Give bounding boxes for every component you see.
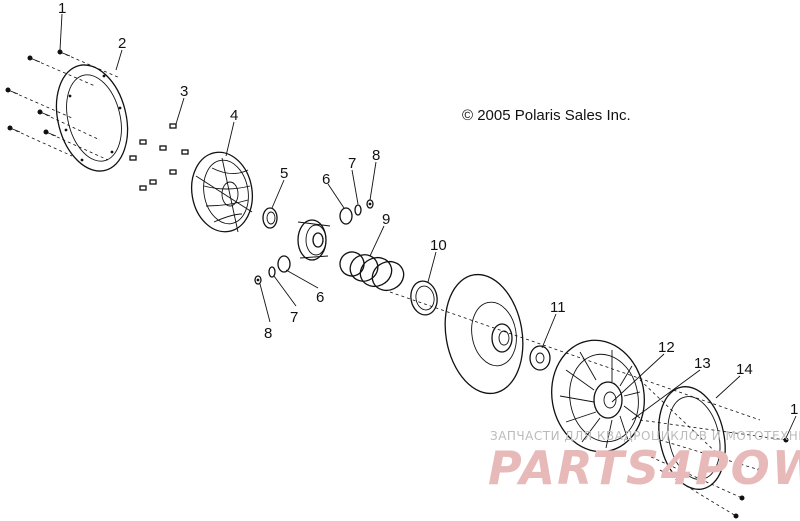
bolt — [43, 129, 57, 137]
watermark-logo: PARTS4POW.RU — [488, 441, 800, 495]
part-4-spider-housing — [191, 151, 253, 233]
bolt — [57, 49, 71, 57]
callout-label: 7 — [348, 155, 356, 172]
part-5-ring — [262, 207, 278, 229]
part-1-bolts-left — [5, 49, 121, 161]
callout-label: 8 — [372, 147, 380, 164]
shaft-axis — [389, 291, 761, 421]
callout-leaders — [59, 13, 797, 439]
part-6-7-8-upper — [339, 199, 374, 225]
part-12-finned-sheave — [551, 339, 645, 453]
part-1-bolts-right — [639, 379, 789, 519]
copyright-text: © 2005 Polaris Sales Inc. — [462, 107, 631, 124]
callout-label: 1 — [58, 0, 66, 17]
callout-label: 10 — [430, 237, 447, 254]
part-9-spring — [339, 251, 405, 292]
callout-label: 6 — [322, 171, 330, 188]
part-2-cover-plate — [55, 64, 129, 172]
bolt — [721, 457, 727, 463]
callout-label: 6 — [316, 289, 324, 306]
callout-label: 9 — [382, 211, 390, 228]
bolt — [37, 109, 51, 117]
bolt — [783, 437, 789, 443]
callout-label: 5 — [280, 165, 288, 182]
bolt — [5, 87, 19, 95]
main-sheave-disk — [444, 273, 524, 395]
bolt — [7, 125, 21, 133]
callout-label: 7 — [290, 309, 298, 326]
bolt — [757, 467, 763, 473]
center-hub — [297, 219, 331, 261]
part-6-7-8-lower — [254, 255, 291, 285]
bolt — [27, 55, 41, 63]
part-3-screws — [129, 123, 189, 191]
callout-label: 1 — [790, 401, 798, 418]
callout-label: 3 — [180, 83, 188, 100]
watermark-caption: ЗАПЧАСТИ ДЛЯ КВАДРОЦИКЛОВ И МОТОТЕХНИКИ — [490, 429, 800, 443]
callout-label: 14 — [736, 361, 753, 378]
part-11-washer — [529, 345, 551, 371]
callout-label: 4 — [230, 107, 238, 124]
callout-label: 13 — [694, 355, 711, 372]
bolt — [739, 495, 745, 501]
bolt — [733, 513, 739, 519]
callout-label: 12 — [658, 339, 675, 356]
callout-label: 11 — [550, 299, 566, 316]
part-10-ring — [410, 280, 438, 316]
callout-label: 8 — [264, 325, 272, 342]
callout-label: 2 — [118, 35, 126, 52]
watermark: ЗАПЧАСТИ ДЛЯ КВАДРОЦИКЛОВ И МОТОТЕХНИКИ … — [488, 429, 800, 495]
